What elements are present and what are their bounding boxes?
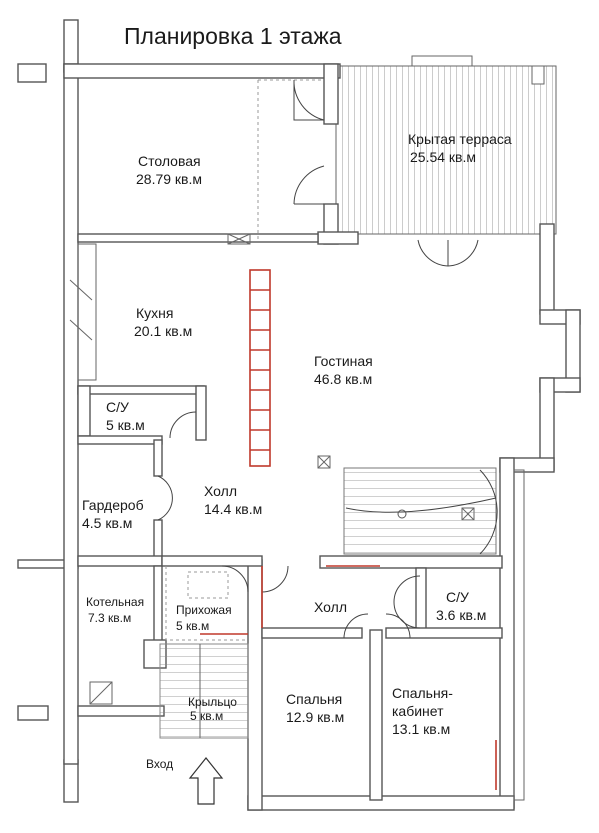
grid-lines bbox=[17, 19, 79, 803]
room-porch-area: 5 кв.м bbox=[190, 709, 223, 723]
wardrobe-door bbox=[157, 475, 173, 521]
kitchen-counter bbox=[77, 243, 97, 381]
interior-walls bbox=[77, 233, 503, 801]
wc2-door bbox=[393, 575, 421, 629]
room-porch-name: Крыльцо bbox=[188, 695, 237, 709]
fireplace bbox=[249, 269, 271, 467]
room-wc2-name: С/У bbox=[446, 589, 469, 605]
room-hall2-name: Холл bbox=[314, 599, 347, 615]
room-entryhall-name: Прихожая bbox=[176, 603, 232, 617]
plan-title: Планировка 1 этажа bbox=[124, 23, 342, 49]
room-wc2-area: 3.6 кв.м bbox=[436, 607, 486, 623]
terrace-door-lower bbox=[293, 165, 325, 205]
room-dining-area: 28.79 кв.м bbox=[136, 171, 202, 187]
room-kitchen-name: Кухня bbox=[136, 305, 173, 321]
room-wardrobe-name: Гардероб bbox=[82, 497, 144, 513]
entrance-arrow bbox=[188, 757, 224, 805]
room-wc1-name: С/У bbox=[106, 399, 129, 415]
room-boiler-area: 7.3 кв.м bbox=[88, 611, 131, 625]
hall2-door bbox=[261, 565, 289, 593]
bedroom-door bbox=[343, 613, 369, 639]
wc1-door bbox=[169, 411, 197, 439]
room-bedroom-area: 12.9 кв.м bbox=[286, 709, 344, 725]
porch-steps bbox=[159, 643, 249, 739]
room-boiler-name: Котельная bbox=[86, 595, 144, 609]
room-study-name2: кабинет bbox=[392, 703, 444, 719]
room-hall1-name: Холл bbox=[204, 483, 237, 499]
terrace-rail bbox=[411, 55, 473, 67]
room-living-name: Гостиная bbox=[314, 353, 373, 369]
room-study-area: 13.1 кв.м bbox=[392, 721, 450, 737]
room-wardrobe-area: 4.5 кв.м bbox=[82, 515, 132, 531]
room-study-name: Спальня- bbox=[392, 685, 453, 701]
terrace-french-door bbox=[417, 239, 479, 267]
room-terrace-area: 25.54 кв.м bbox=[410, 149, 476, 165]
room-hall1-area: 14.4 кв.м bbox=[204, 501, 262, 517]
boiler-unit bbox=[89, 681, 113, 705]
terrace-floor bbox=[335, 65, 557, 235]
terrace-door-upper bbox=[293, 79, 325, 121]
dining-boundary bbox=[257, 79, 324, 240]
room-kitchen-area: 20.1 кв.м bbox=[134, 323, 192, 339]
outer-walls bbox=[63, 63, 581, 811]
room-wc1-area: 5 кв.м bbox=[106, 417, 145, 433]
entrance-label: Вход bbox=[146, 757, 173, 771]
room-living-area: 46.8 кв.м bbox=[314, 371, 372, 387]
room-entryhall-area: 5 кв.м bbox=[176, 619, 209, 633]
room-bedroom-name: Спальня bbox=[286, 691, 342, 707]
room-terrace-name: Крытая терраса bbox=[408, 131, 512, 147]
entryhall-door bbox=[221, 565, 249, 593]
room-dining-name: Столовая bbox=[138, 153, 201, 169]
staircase bbox=[343, 467, 498, 555]
